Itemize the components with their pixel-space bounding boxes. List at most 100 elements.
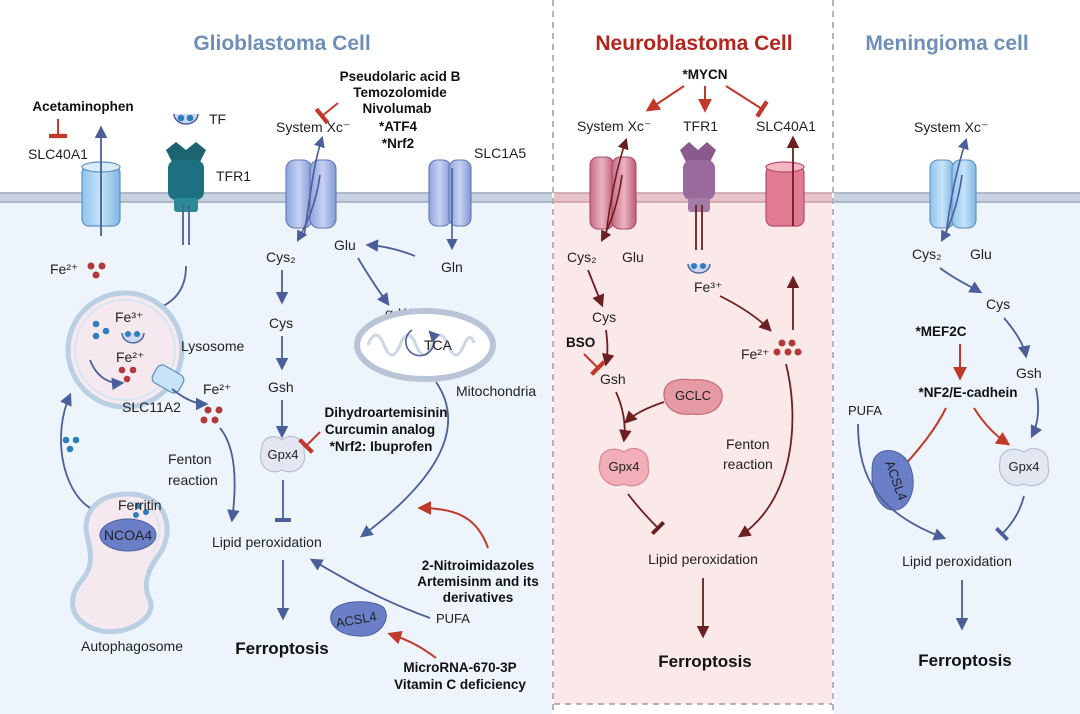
menin-gpx4-inhibits-lipid (994, 495, 1025, 542)
drug-microrna-670-3p: MicroRNA-670-3P (403, 660, 516, 675)
menin-lipid-peroxidation: Lipid peroxidation (902, 553, 1012, 569)
neuro-slc40a1-channel (765, 161, 805, 227)
glio-cys-label: Cys (269, 315, 293, 331)
lyso-fe2-label: Fe²⁺ (116, 349, 144, 365)
glio-fe2-cyto-label: Fe²⁺ (50, 261, 78, 277)
fe2-dots (87, 262, 106, 279)
slc1a5-transporter (428, 159, 472, 227)
glio-tfr1-receptor (166, 142, 206, 245)
meningioma-title: Meningioma cell (865, 32, 1028, 55)
drugs-gpx4-inhibition (298, 431, 321, 454)
glio-fenton-label-1: Fenton (168, 451, 212, 467)
tf-icon (173, 113, 199, 125)
glio-slc40a1-label: SLC40A1 (28, 146, 88, 162)
menin-ferroptosis: Ferroptosis (918, 651, 1012, 670)
glio-gsh-label: Gsh (268, 379, 294, 395)
glioblastoma-title: Glioblastoma Cell (193, 32, 370, 55)
drug-pseudolaric-acid-b: Pseudolaric acid B (340, 69, 461, 84)
bso-inhibition (583, 353, 606, 376)
neuro-fe3-label: Fe³⁺ (694, 279, 722, 295)
mycn-inhibits-slc40a1 (725, 85, 769, 118)
nf2-label: *NF2/E-cadhein (918, 385, 1017, 400)
glio-systemxc-transporter (285, 159, 337, 229)
mitochondria-label: Mitochondria (456, 383, 536, 399)
drug-dihydroartemisinin: Dihydroartemisinin (324, 405, 447, 420)
drug-temozolomide: Temozolomide (353, 85, 447, 100)
menin-systemxc-transporter (929, 159, 977, 229)
neuro-fe2-label: Fe²⁺ (741, 346, 769, 362)
neuro-systemxc-transporter (589, 156, 637, 230)
menin-systemxc-label: System Xc⁻ (914, 119, 988, 135)
lysosome-label: Lysosome (181, 338, 245, 354)
drug-vitamin-c-deficiency: Vitamin C deficiency (394, 677, 526, 692)
mycn-to-systemxc (645, 85, 685, 112)
nf2-to-gpx4-arrow (973, 407, 1011, 446)
glio-tf-label: TF (209, 111, 226, 127)
neuro-ferroptosis: Ferroptosis (658, 652, 752, 671)
glio-fenton-label-2: reaction (168, 472, 218, 488)
autophagosome (70, 491, 170, 635)
menin-cys2-to-cys-arrow (939, 267, 983, 294)
ncoa4-label: NCOA4 (104, 527, 152, 543)
menin-acsl4-protein (871, 450, 914, 511)
drugs-promote-lipid-arrow (417, 501, 489, 549)
slc11a2-channel (151, 364, 185, 394)
neuro-systemxc-label: System Xc⁻ (577, 118, 651, 134)
ferritin-label: Ferritin (118, 497, 162, 513)
glio-gpx4-label: Gpx4 (267, 447, 298, 462)
menin-pufa-to-lipid-arrow (857, 423, 947, 541)
menin-cys-label: Cys (986, 296, 1010, 312)
neuro-systemxc-cys2-import (600, 174, 623, 242)
neuroblastoma-title: Neuroblastoma Cell (595, 32, 792, 55)
slc11a2-label: SLC11A2 (122, 399, 181, 415)
mitochondria (354, 308, 496, 382)
gene-atf4: *ATF4 (379, 119, 417, 134)
neuro-gsh-label: Gsh (600, 371, 626, 387)
tca-label: TCA (424, 337, 453, 353)
slc1a5-label: SLC1A5 (474, 145, 526, 161)
drugs-acsl4: MicroRNA-670-3P Vitamin C deficiency (394, 660, 526, 692)
gln-to-glu-arrow (365, 239, 416, 257)
systemxc-cys2-import (296, 174, 321, 242)
menin-systemxc-cys2-import (940, 174, 963, 242)
drug-nivolumab: Nivolumab (362, 101, 431, 116)
glio-systemxc-inhibition (314, 102, 339, 125)
glu-to-akg-arrow (357, 257, 390, 307)
neuro-fe2-dots (773, 339, 802, 356)
drug-curcumin-analog: Curcumin analog (325, 422, 435, 437)
menin-glu-label: Glu (970, 246, 992, 262)
glio-systemxc-label: System Xc⁻ (276, 119, 350, 135)
menin-gsh-label: Gsh (1016, 365, 1042, 381)
neuro-tf-icon (687, 263, 711, 274)
gclc-protein (663, 378, 723, 415)
drugs-lipid: 2-Nitroimidazoles Artemisinm and its der… (417, 558, 539, 605)
mitochondria-to-lipid-arrow (359, 381, 449, 538)
glio-ferroptosis: Ferroptosis (235, 639, 329, 658)
neuro-lipid-peroxidation: Lipid peroxidation (648, 551, 758, 567)
pufa-to-lipid-arrow (309, 558, 431, 619)
neuro-cys2-label: Cys₂ (567, 249, 597, 265)
drug-2-nitroimidazoles: 2-Nitroimidazoles (422, 558, 535, 573)
neuro-cys-to-gsh-arrow (602, 329, 615, 367)
drug-derivatives: derivatives (443, 590, 514, 605)
fenton-to-lipid-arrow (219, 427, 240, 523)
neuro-fenton-to-lipid-arrow (737, 363, 794, 538)
glio-acsl4-protein (330, 601, 387, 637)
glio-acsl4-label: ACSL4 (335, 609, 378, 631)
glio-glu-label: Glu (334, 237, 356, 253)
drugs-promote-acsl4-arrow (387, 630, 437, 659)
drugs-systemxc: Pseudolaric acid B Temozolomide Nivoluma… (340, 69, 461, 151)
menin-systemxc-glu-export (945, 137, 969, 237)
gln-label: Gln (441, 259, 463, 275)
menin-gpx4-label: Gpx4 (1008, 459, 1039, 474)
menin-gpx4-protein (998, 447, 1050, 487)
gene-nrf2: *Nrf2 (382, 136, 414, 151)
slc11a2-export-arrow (171, 388, 209, 411)
lyso-fe3-label: Fe³⁺ (115, 309, 143, 325)
neuroblastoma-cytoplasm (554, 200, 832, 704)
mycn-label: *MYCN (682, 67, 727, 82)
glio-cys2-label: Cys₂ (266, 249, 296, 265)
neuro-gpx4-protein (598, 447, 650, 487)
